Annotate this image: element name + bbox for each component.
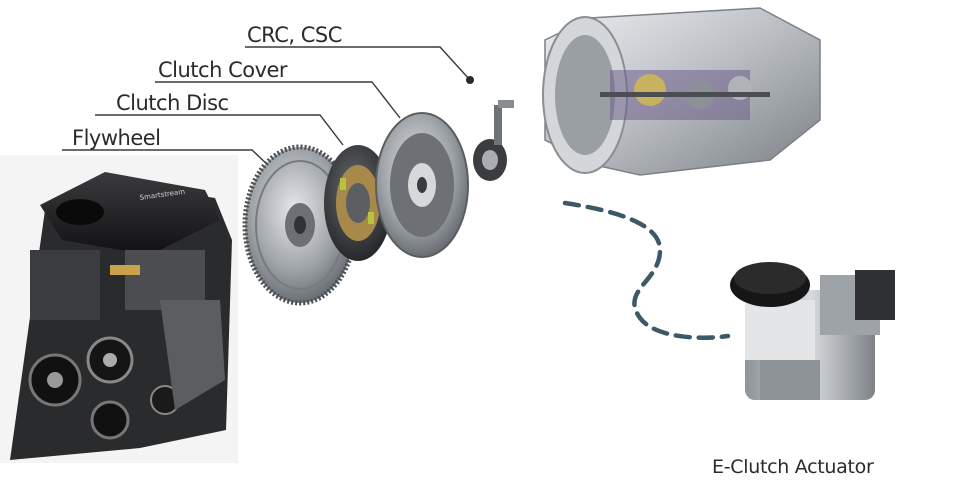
label-e-clutch-actuator: E-Clutch Actuator [712, 456, 874, 478]
label-clutch-cover: Clutch Cover [158, 58, 288, 82]
clutch-disc-icon [324, 145, 392, 261]
leader-clutch-cover [155, 81, 401, 119]
label-crc-csc: CRC, CSC [247, 23, 342, 47]
leader-clutch-disc [95, 114, 344, 146]
dashed-link [562, 200, 731, 340]
leader-lines [62, 46, 471, 168]
csc-icon [473, 100, 514, 181]
leader-dot [466, 76, 474, 84]
leader-crc-csc [245, 46, 471, 81]
clutch-cover-icon [375, 112, 469, 258]
leader-flywheel [62, 149, 271, 168]
engine-icon: Smartstream [0, 155, 238, 463]
label-clutch-disc: Clutch Disc [116, 91, 229, 115]
label-flywheel: Flywheel [72, 126, 161, 150]
actuator-icon [730, 262, 895, 400]
transmission-icon [542, 7, 821, 176]
